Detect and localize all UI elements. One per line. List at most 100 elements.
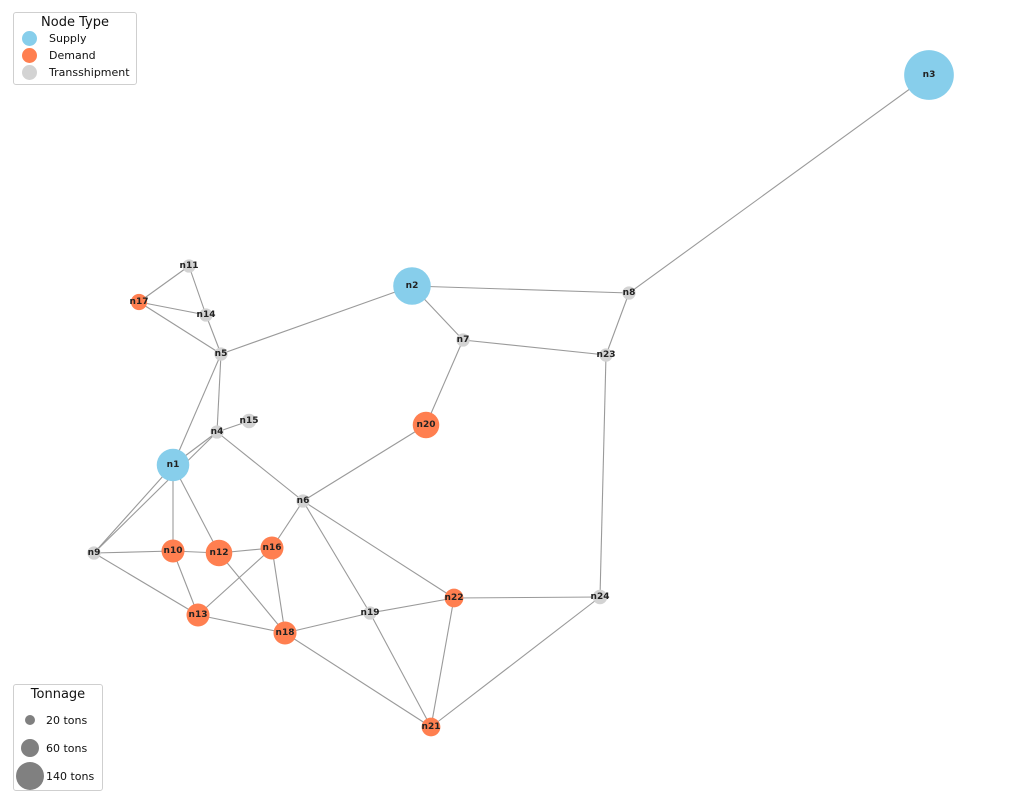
edge-n16-n18 [271,547,286,634]
node-n3: n3 [904,50,954,100]
edge-n12-n18 [218,552,286,634]
edge-n13-n18 [197,614,286,634]
demand-swatch-icon [22,48,37,63]
node-n11: n11 [180,259,199,273]
legend-item-20-tons: 20 tons [14,706,102,734]
node-circle-n20 [412,411,440,439]
legend-item-60-tons: 60 tons [14,734,102,762]
node-n8: n8 [622,286,636,300]
size-140-swatch-icon [16,762,44,790]
node-label-n1: n1 [167,460,180,470]
node-circle-n2 [393,267,431,305]
edge-n7-n23 [462,339,607,356]
node-label-n21: n21 [422,722,441,732]
node-n17: n17 [130,293,149,311]
legend-item-label: 20 tons [46,713,88,727]
edge-n16-n13 [197,547,273,616]
node-circle-n8 [622,286,636,300]
edge-n1-n9 [93,464,174,554]
node-circle-n23 [599,348,613,362]
edge-n23-n24 [599,354,607,598]
edge-n6-n19 [302,500,371,614]
node-n15: n15 [240,413,259,429]
node-label-n15: n15 [240,416,259,426]
node-type-legend-title: Node Type [41,15,109,30]
edge-n24-n21 [430,596,601,728]
node-label-n14: n14 [197,310,216,320]
node-label-n23: n23 [597,350,616,360]
tonnage-legend: Tonnage 20 tons 60 tons 140 tons [13,684,103,791]
node-n10: n10 [161,539,185,563]
node-n14: n14 [197,308,216,322]
edge-n2-n8 [411,285,630,294]
node-label-n18: n18 [276,628,295,638]
edge-n19-n22 [369,597,455,614]
node-label-n22: n22 [445,593,464,603]
node-n1: n1 [156,448,190,482]
node-n7: n7 [456,333,470,347]
node-label-n24: n24 [591,592,610,602]
node-label-n11: n11 [180,261,199,271]
node-label-n8: n8 [623,288,636,298]
edge-n4-n6 [216,431,304,502]
node-circle-n19 [363,606,377,620]
edge-n8-n23 [605,292,630,356]
node-n6: n6 [296,494,310,508]
edges-layer [93,74,930,728]
node-label-n2: n2 [406,281,419,291]
node-label-n4: n4 [211,427,224,437]
node-label-n19: n19 [361,608,380,618]
edge-n17-n14 [138,301,207,316]
edge-n2-n5 [220,285,413,355]
edge-n1-n12 [172,464,220,554]
legend-item-label: Demand [49,49,96,62]
node-n24: n24 [591,589,610,605]
tonnage-legend-title: Tonnage [30,687,86,702]
edge-n20-n6 [302,424,427,502]
node-label-n17: n17 [130,297,149,307]
node-circle-n7 [456,333,470,347]
node-circle-n12 [205,539,233,567]
nodes-layer: n1 n2 n3 n4 n5 n6 n7 n8 n9 n10 n11 n12 n13 n14 n15 n16 n… [87,50,954,737]
node-circle-n10 [161,539,185,563]
node-n4: n4 [210,425,224,439]
node-n18: n18 [273,621,297,645]
node-circle-n18 [273,621,297,645]
edge-n9-n10 [93,550,174,554]
node-n16: n16 [260,536,284,560]
node-label-n3: n3 [923,70,936,80]
node-circle-n11 [182,259,196,273]
node-circle-n21 [421,717,441,737]
node-n19: n19 [361,606,380,620]
legend-item-label: Transshipment [49,66,130,79]
edge-n19-n21 [369,612,432,728]
edge-n22-n24 [453,596,601,599]
edge-n18-n21 [284,632,432,728]
node-circle-n3 [904,50,954,100]
edge-n5-n4 [216,353,222,433]
legend-item-label: 140 tons [46,769,95,783]
node-label-n5: n5 [215,349,228,359]
legend-item-140-tons: 140 tons [14,762,102,790]
node-circle-n24 [592,589,608,605]
edge-n6-n22 [302,500,455,599]
node-label-n7: n7 [457,335,470,345]
node-circle-n16 [260,536,284,560]
node-circle-n9 [87,546,101,560]
legend-item-label: 60 tons [46,741,88,755]
node-n5: n5 [214,347,228,361]
node-label-n10: n10 [164,546,183,556]
edge-n9-n13 [93,552,199,616]
node-label-n20: n20 [417,420,436,430]
node-label-n6: n6 [297,496,310,506]
edge-n14-n5 [205,314,222,355]
node-n9: n9 [87,546,101,560]
node-n13: n13 [186,603,210,627]
legend-item-transshipment: Transshipment [22,64,130,81]
node-type-legend: Node Type Supply Demand Transshipment [13,12,137,85]
legend-item-supply: Supply [22,30,128,47]
size-20-swatch-icon [24,714,36,726]
node-n12: n12 [205,539,233,567]
node-n21: n21 [421,717,441,737]
